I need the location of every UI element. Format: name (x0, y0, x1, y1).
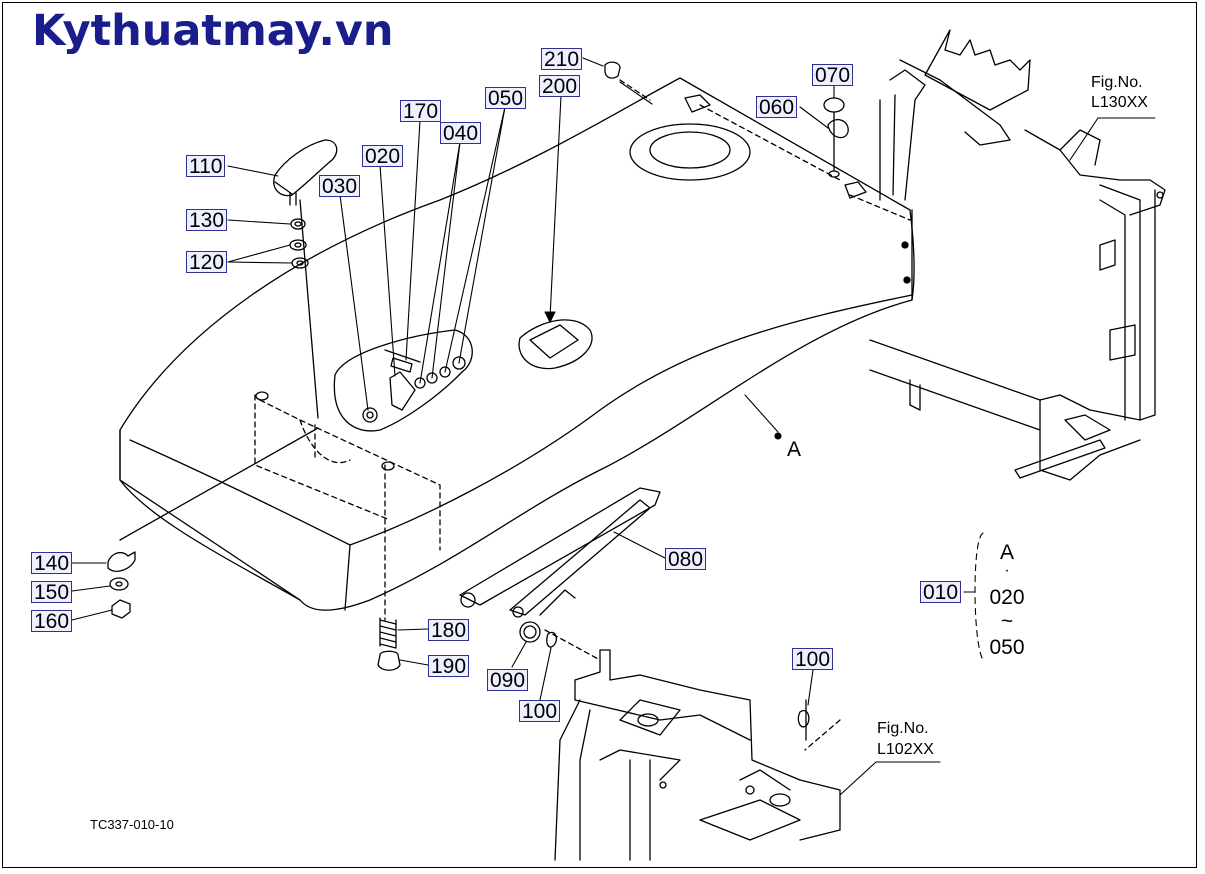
callout-080[interactable]: 080 (665, 548, 707, 571)
part-110-knob (274, 140, 337, 205)
callout-020[interactable]: 020 (362, 145, 404, 168)
callout-150[interactable]: 150 (31, 581, 73, 604)
callout-160[interactable]: 160 (31, 610, 73, 633)
fig-ref-number-top[interactable]: L130XX (1091, 94, 1148, 111)
callout-190[interactable]: 190 (428, 655, 470, 678)
fig-ref-label-top: Fig.No. (1091, 74, 1143, 91)
callout-200[interactable]: 200 (539, 75, 581, 98)
rear-frame (870, 30, 1165, 480)
legend-tilde: ~ (1000, 610, 1014, 633)
callout-040[interactable]: 040 (440, 122, 482, 145)
callout-140[interactable]: 140 (31, 552, 73, 575)
part-180-spring (380, 618, 396, 648)
hood-outline (120, 78, 914, 610)
legend-dot: · (1004, 562, 1010, 579)
drawing-code: TC337-010-10 (90, 817, 174, 832)
callout-030[interactable]: 030 (319, 175, 361, 198)
legend-view-a: A (999, 541, 1014, 564)
callout-210[interactable]: 210 (541, 48, 583, 71)
callout-050[interactable]: 050 (485, 87, 527, 110)
part-080-stay (460, 488, 660, 617)
front-frame (555, 650, 840, 860)
hood-fill-opening (630, 124, 750, 180)
callout-060[interactable]: 060 (756, 96, 798, 119)
fig-ref-number-bottom[interactable]: L102XX (877, 741, 934, 758)
callout-130[interactable]: 130 (186, 209, 228, 232)
callout-120[interactable]: 120 (186, 251, 228, 274)
callout-100-left[interactable]: 100 (519, 700, 561, 723)
callout-180[interactable]: 180 (428, 619, 470, 642)
view-marker-a: A (787, 438, 802, 461)
callout-110[interactable]: 110 (186, 155, 226, 178)
callout-170[interactable]: 170 (400, 100, 442, 123)
legend-range-end: 050 (989, 636, 1025, 659)
callout-010[interactable]: 010 (920, 581, 962, 604)
legend-range-start: 020 (989, 586, 1025, 609)
fig-ref-label-bottom: Fig.No. (877, 720, 929, 737)
callout-070[interactable]: 070 (812, 64, 854, 87)
callout-090[interactable]: 090 (487, 669, 529, 692)
callout-100-right[interactable]: 100 (792, 648, 834, 671)
site-watermark: Kythuatmay.vn (32, 6, 394, 56)
